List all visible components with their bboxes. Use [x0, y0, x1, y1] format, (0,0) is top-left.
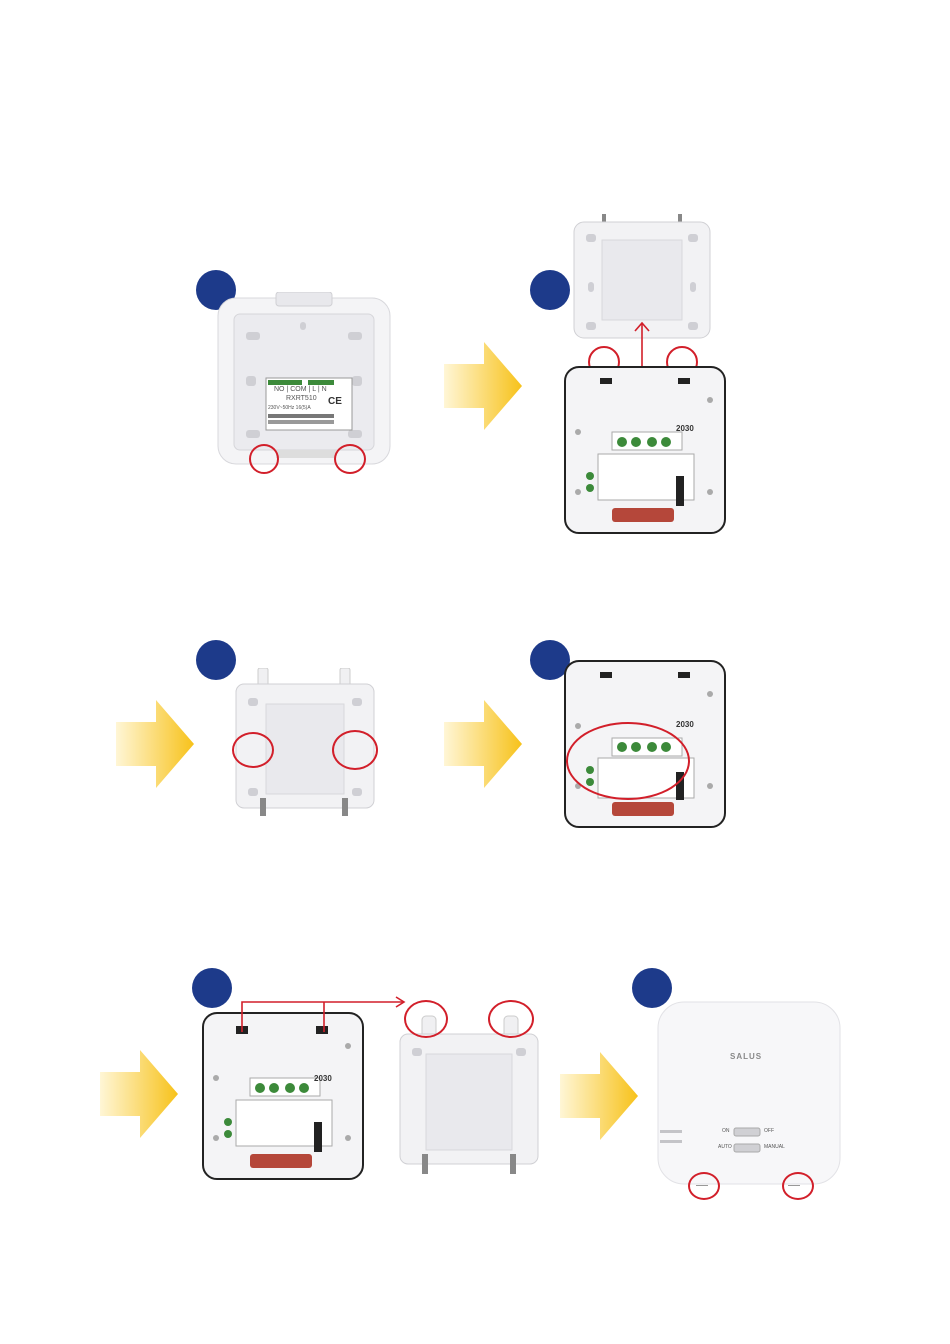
switch-off-label: OFF — [764, 1128, 774, 1134]
back-plate-hooks-illustration — [398, 1014, 540, 1178]
step-2-year-label: 2030 — [676, 424, 694, 433]
step-1-device-back: NO | COM | L | N RXRT510 230V~50Hz 16(5)… — [216, 292, 392, 466]
step-1-clip-right-highlight — [334, 444, 366, 474]
alignment-arrow-icon — [236, 996, 416, 1034]
back-cover-illustration — [216, 292, 392, 466]
relay-rating-label: 230V~50Hz 16(5)A — [268, 405, 311, 411]
step-arrow-icon — [100, 1050, 178, 1138]
step-arrow-icon — [560, 1052, 638, 1140]
step-arrow-icon — [116, 700, 194, 788]
base-wiring-illustration — [202, 1012, 364, 1180]
step-4-year-label: 2030 — [676, 720, 694, 729]
step-1-clip-left-highlight — [249, 444, 279, 474]
ce-mark: CE — [328, 396, 342, 407]
relay-header-label: NO | COM | L | N — [274, 386, 327, 393]
brand-logo: SALUS — [730, 1052, 762, 1061]
step-3-badge — [196, 640, 236, 680]
step-5-hook-left-highlight — [404, 1000, 448, 1038]
step-6-screw-left-highlight — [688, 1172, 720, 1200]
base-wiring-illustration — [564, 366, 726, 534]
switch-auto-label: AUTO — [718, 1144, 732, 1150]
relay-model-label: RXRT510 — [286, 395, 317, 402]
step-arrow-icon — [444, 342, 522, 430]
step-arrow-icon — [444, 700, 522, 788]
switch-manual-label: MANUAL — [764, 1144, 785, 1150]
step-2-badge — [530, 270, 570, 310]
step-5-back-plate — [398, 1014, 540, 1178]
step-2-base-unit: 2030 — [564, 366, 726, 534]
step-3-screw-hole-right-highlight — [332, 730, 378, 770]
step-3-screw-hole-left-highlight — [232, 732, 274, 768]
receiver-front-illustration — [656, 1000, 842, 1186]
switch-on-label: ON — [722, 1128, 730, 1134]
step-5-hook-right-highlight — [488, 1000, 534, 1038]
step-6-screw-right-highlight — [782, 1172, 814, 1200]
step-5-base-unit: 2030 — [202, 1012, 364, 1180]
step-5-year-label: 2030 — [314, 1074, 332, 1083]
step-6-receiver-front: SALUS ON OFF AUTO MANUAL — [656, 1000, 842, 1186]
step-5-badge — [192, 968, 232, 1008]
step-4-terminal-highlight — [566, 722, 690, 800]
